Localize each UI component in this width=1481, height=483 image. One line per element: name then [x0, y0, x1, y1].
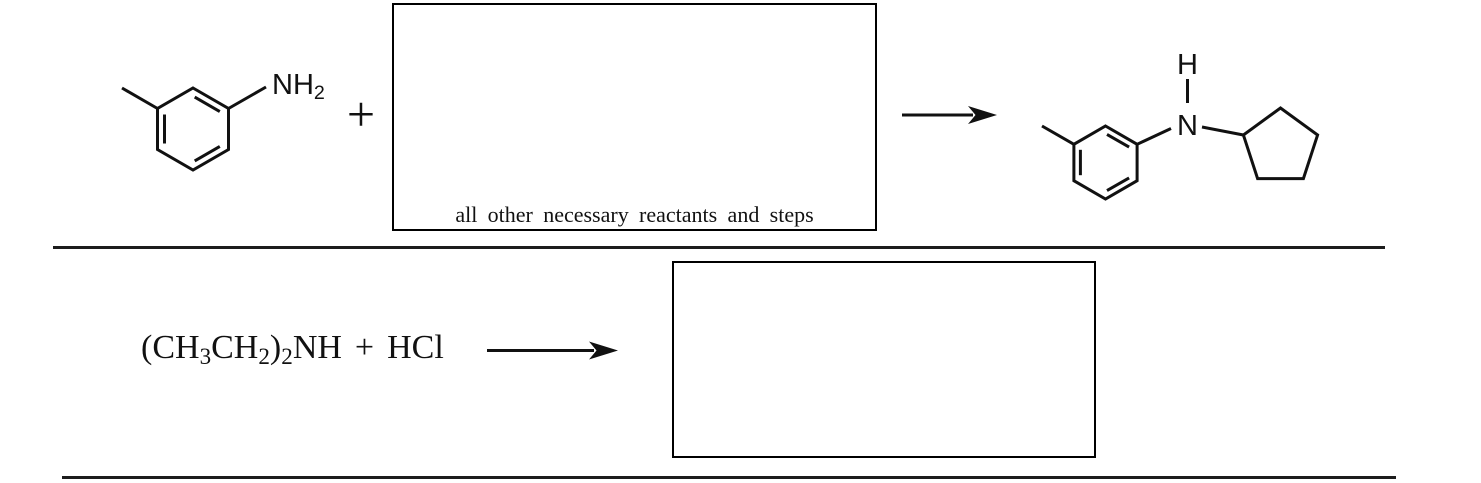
- diethylamine-hcl-formula: (CH3CH2)2NH+HCl: [141, 329, 444, 370]
- section-divider-bottom: [62, 476, 1396, 479]
- section-divider-top: [53, 246, 1385, 249]
- amine-group-label: NH2: [272, 69, 325, 105]
- plus-sign: +: [346, 86, 376, 142]
- methyl-bond: [121, 86, 159, 110]
- product-n-label: N: [1177, 110, 1198, 142]
- answer-box-product[interactable]: [672, 261, 1096, 458]
- reaction-arrow-row2: [487, 341, 618, 360]
- answer-box-hint-label: all other necessary reactants and steps: [455, 202, 814, 227]
- product-h-label: H: [1177, 49, 1198, 81]
- cyclopentane-ring: [1241, 106, 1320, 181]
- product-methyl-bond: [1041, 124, 1075, 146]
- amine-bond: [227, 85, 267, 110]
- reactant-benzene-ring-structure: [121, 85, 267, 172]
- reaction-arrow-row1: [902, 106, 997, 124]
- nitrogen-to-cyclopentyl-bond: [1201, 125, 1244, 137]
- ring-to-nitrogen-bond: [1136, 127, 1172, 146]
- answer-box-reagents[interactable]: all other necessary reactants and steps: [392, 3, 877, 231]
